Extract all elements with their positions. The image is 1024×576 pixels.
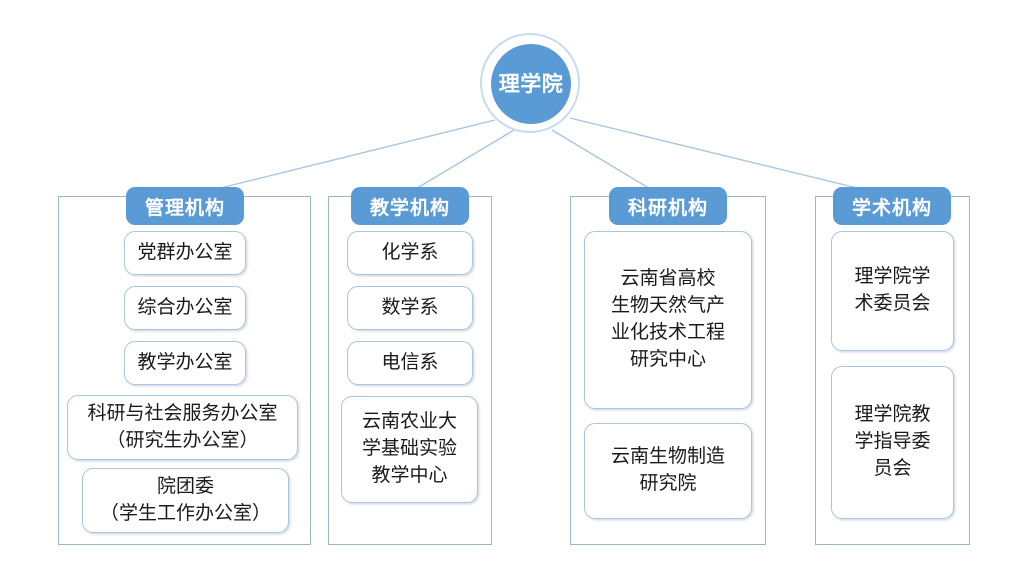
node-teaching-3[interactable]: 云南农业大 学基础实验 教学中心 (341, 396, 478, 503)
edge-root-to-academic (569, 117, 891, 197)
column-header-label-teaching: 教学机构 (369, 197, 450, 219)
node-management-4[interactable]: 院团委 （学生工作办公室） (82, 468, 289, 533)
edge-root-to-management (187, 119, 496, 197)
column-header-research[interactable]: 科研机构 (609, 187, 727, 225)
root-outer-ring (480, 33, 580, 133)
column-header-label-research: 科研机构 (627, 197, 708, 219)
node-teaching-1[interactable]: 数学系 (347, 286, 473, 330)
column-header-label-academic: 学术机构 (851, 197, 932, 219)
node-teaching-2[interactable]: 电信系 (347, 341, 473, 385)
column-body-teaching: 化学系 数学系 电信系 云南农业大 学基础实验 教学中心 (328, 226, 492, 545)
root-label: 理学院 (498, 72, 564, 96)
node-management-0[interactable]: 党群办公室 (124, 231, 246, 275)
node-academic-0[interactable]: 理学院学 术委员会 (831, 231, 954, 351)
column-header-teaching[interactable]: 教学机构 (351, 187, 469, 225)
column-header-academic[interactable]: 学术机构 (833, 187, 951, 225)
column-header-management[interactable]: 管理机构 (126, 187, 244, 225)
node-research-0[interactable]: 云南省高校 生物天然气产 业化技术工程 研究中心 (584, 231, 752, 409)
column-header-label-management: 管理机构 (144, 197, 225, 219)
column-body-management: 党群办公室 综合办公室 教学办公室 科研与社会服务办公室 （研究生办公室） 院团… (58, 226, 311, 545)
node-management-2[interactable]: 教学办公室 (124, 341, 246, 385)
root-circle: 理学院 (491, 44, 571, 124)
column-body-academic: 理学院学 术委员会 理学院教 学指导委 员会 (815, 226, 970, 545)
root-node[interactable]: 理学院 (480, 33, 584, 137)
column-body-research: 云南省高校 生物天然气产 业化技术工程 研究中心 云南生物制造 研究院 (570, 226, 766, 545)
node-management-3[interactable]: 科研与社会服务办公室 （研究生办公室） (67, 395, 298, 460)
node-research-1[interactable]: 云南生物制造 研究院 (584, 423, 752, 519)
node-management-1[interactable]: 综合办公室 (124, 286, 246, 330)
node-teaching-0[interactable]: 化学系 (347, 231, 473, 275)
node-academic-1[interactable]: 理学院教 学指导委 员会 (831, 366, 954, 519)
